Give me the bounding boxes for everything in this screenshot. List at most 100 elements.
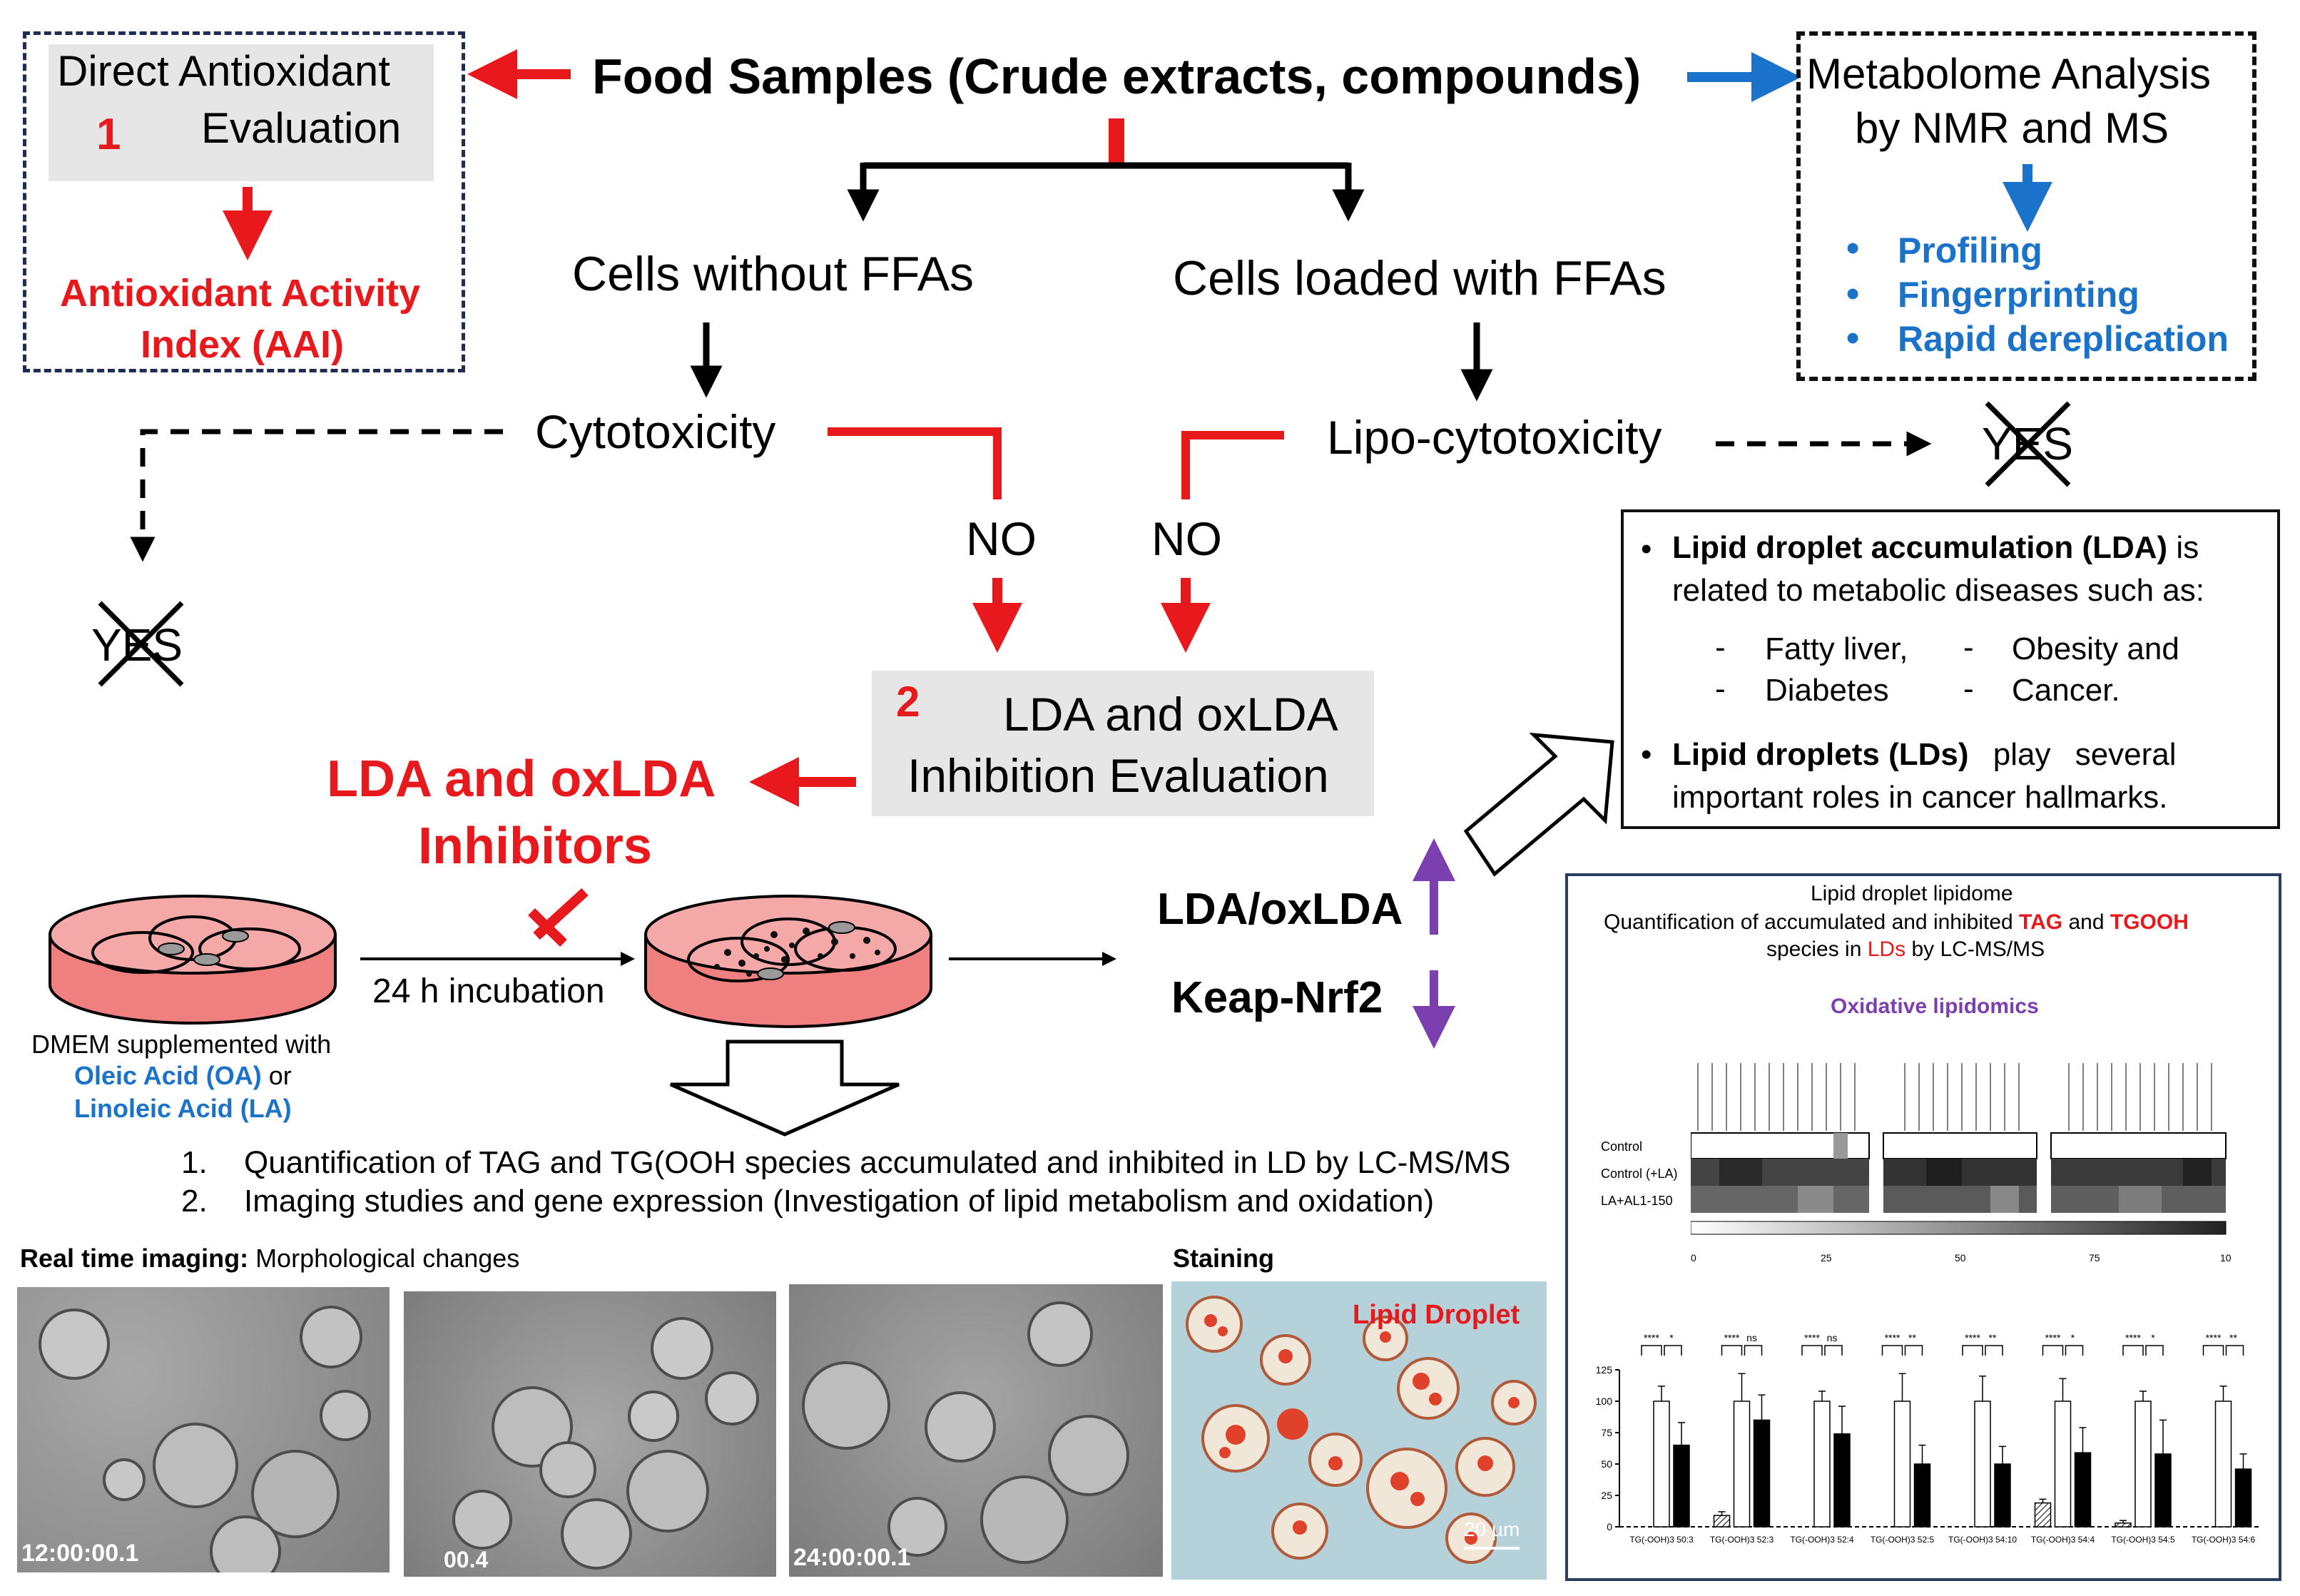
disease-cancer: Cancer. — [2012, 673, 2120, 708]
heatmap-column-ticks — [1697, 1063, 2212, 1131]
hollow-arrow-down — [669, 1040, 900, 1137]
significance-label: ** — [1908, 1332, 1916, 1343]
real-time-rest: Morphological changes — [248, 1244, 520, 1273]
significance-bracket — [1985, 1345, 2003, 1356]
heatmap — [1691, 1063, 2227, 1235]
scale-tick-100: 10 — [2220, 1252, 2232, 1264]
real-time-heading: Real time imaging: Morphological changes — [20, 1246, 519, 1271]
tgooh-term: TGOOH — [2110, 910, 2189, 934]
staining-heading: Staining — [1173, 1244, 1274, 1273]
step-2-label: 2 — [896, 678, 920, 726]
bar — [1994, 1463, 2011, 1528]
incubation-label: 24 h incubation — [372, 972, 605, 1010]
significance-label: **** — [2045, 1332, 2061, 1343]
bar — [1913, 1463, 1931, 1528]
significance-bracket — [1641, 1345, 1662, 1356]
info-line-3: Lipid droplets (LDs) play several — [1672, 739, 2177, 771]
category-label: TG(-OOH)3 52:3 — [1710, 1535, 1774, 1545]
lda-bold-term: Lipid droplet accumulation (LDA) — [1672, 530, 2168, 565]
microscopy-image-3: 24:00:00.1 — [789, 1284, 1163, 1577]
stained-cells — [1186, 1296, 1537, 1564]
bar — [1673, 1444, 1690, 1528]
category-label: TG(-OOH)3 52:4 — [1790, 1535, 1854, 1545]
category-label: TG(-OOH)3 54:5 — [2111, 1535, 2175, 1545]
red-connector-right — [1181, 431, 1284, 499]
bar — [1753, 1419, 1771, 1528]
category-label: TG(-OOH)3 50:3 — [1629, 1535, 1694, 1545]
dashed-to-yes-left — [130, 429, 503, 562]
dmem-oleic-line: Oleic Acid (OA) or — [74, 1063, 292, 1089]
significance-label: **** — [2206, 1332, 2222, 1343]
significance-bracket — [1721, 1345, 1743, 1356]
scale-tick-75: 75 — [2089, 1252, 2100, 1264]
lipo-cytotoxicity-node: Lipo-cytotoxicity — [1327, 411, 1662, 464]
bar — [1653, 1401, 1670, 1528]
direct-antioxidant-panel — [49, 44, 434, 181]
info-box — [1621, 509, 2280, 829]
significance-bracket — [1744, 1345, 1763, 1356]
dash: - — [1963, 671, 1974, 706]
bar — [1974, 1401, 1991, 1528]
y-tick-label: 0 — [1607, 1521, 1612, 1533]
cells-image-1 — [39, 1306, 371, 1572]
significance-bracket — [2145, 1345, 2164, 1356]
bullet-dot: • — [1846, 273, 1860, 315]
bar — [2074, 1452, 2092, 1528]
metabolome-item-dereplication: Rapid dereplication — [1898, 319, 2229, 359]
dash: - — [1715, 630, 1726, 665]
bullet-dot: • — [1846, 317, 1860, 359]
cytotoxicity-node: Cytotoxicity — [535, 405, 776, 458]
heatmap-row-control: Control — [1601, 1139, 1643, 1154]
step-num-1: 1. — [181, 1145, 208, 1180]
significance-bracket — [1904, 1345, 1923, 1356]
metabolome-item-profiling: Profiling — [1898, 230, 2042, 270]
y-tick-label: 125 — [1596, 1364, 1613, 1376]
bar — [2054, 1401, 2072, 1528]
info-bullet-1: • — [1641, 532, 1652, 566]
lipidome-subtitle-line: Quantification of accumulated and inhibi… — [1604, 912, 2189, 933]
lipid-droplet-label: Lipid Droplet — [1353, 1300, 1520, 1330]
info-bullet-2: • — [1641, 737, 1652, 772]
significance-bracket — [1824, 1345, 1843, 1356]
lipidome-title3b: by LC-MS/MS — [1905, 937, 2045, 961]
metabolome-title-line1: Metabolome Analysis — [1806, 50, 2211, 98]
lds-term: LDs — [1867, 937, 1906, 961]
lda-oxlda-label: LDA/oxLDA — [1157, 885, 1403, 934]
lda-box-line1: LDA and oxLDA — [1003, 688, 1338, 741]
lipidome-method-line: species in LDs by LC-MS/MS — [1766, 939, 2045, 960]
significance-label: * — [1669, 1332, 1674, 1343]
significance-label: **** — [2125, 1332, 2141, 1343]
bullet-dot: • — [1846, 228, 1860, 269]
cells-without-ffas: Cells without FFAs — [572, 247, 975, 301]
info-b1-rest: is — [2167, 530, 2199, 565]
disease-obesity: Obesity and — [2012, 631, 2179, 666]
info-b2-rest: play several — [1968, 737, 2177, 772]
info-line-4: important roles in cancer hallmarks. — [1672, 780, 2168, 815]
bar — [1893, 1401, 1911, 1528]
timestamp-1: 12:00:00.1 — [21, 1540, 139, 1567]
direct-title-line1: Direct Antioxidant — [57, 47, 390, 95]
heatmap-row-control-la: Control (+LA) — [1601, 1166, 1678, 1181]
oleic-acid: Oleic Acid (OA) — [74, 1061, 262, 1090]
or-label: or — [261, 1061, 292, 1090]
category-label: TG(-OOH)3 52:5 — [1871, 1535, 1935, 1545]
significance-bracket — [1801, 1345, 1823, 1356]
timestamp-2: 00.4 — [444, 1547, 489, 1572]
bar — [1833, 1433, 1851, 1528]
significance-label: **** — [1644, 1332, 1659, 1343]
metabolome-title-line2: by NMR and MS — [1855, 104, 2169, 152]
scale-tick-25: 25 — [1821, 1252, 1832, 1264]
metabolome-box — [1796, 31, 2256, 381]
step-1-label: 1 — [96, 110, 121, 159]
scale-bar — [1464, 1547, 1520, 1550]
metabolome-item-fingerprinting: Fingerprinting — [1898, 275, 2139, 315]
step-text-1: Quantification of TAG and TG(OOH species… — [244, 1145, 1511, 1180]
significance-bracket — [2065, 1345, 2084, 1356]
significance-bracket — [2042, 1345, 2064, 1356]
and-term: and — [2062, 910, 2110, 934]
timestamp-3: 24:00:00.1 — [793, 1544, 911, 1571]
petri-dish-1 — [49, 895, 337, 1025]
info-line-2: related to metabolic diseases such as: — [1672, 573, 2204, 608]
bar — [2214, 1401, 2232, 1528]
